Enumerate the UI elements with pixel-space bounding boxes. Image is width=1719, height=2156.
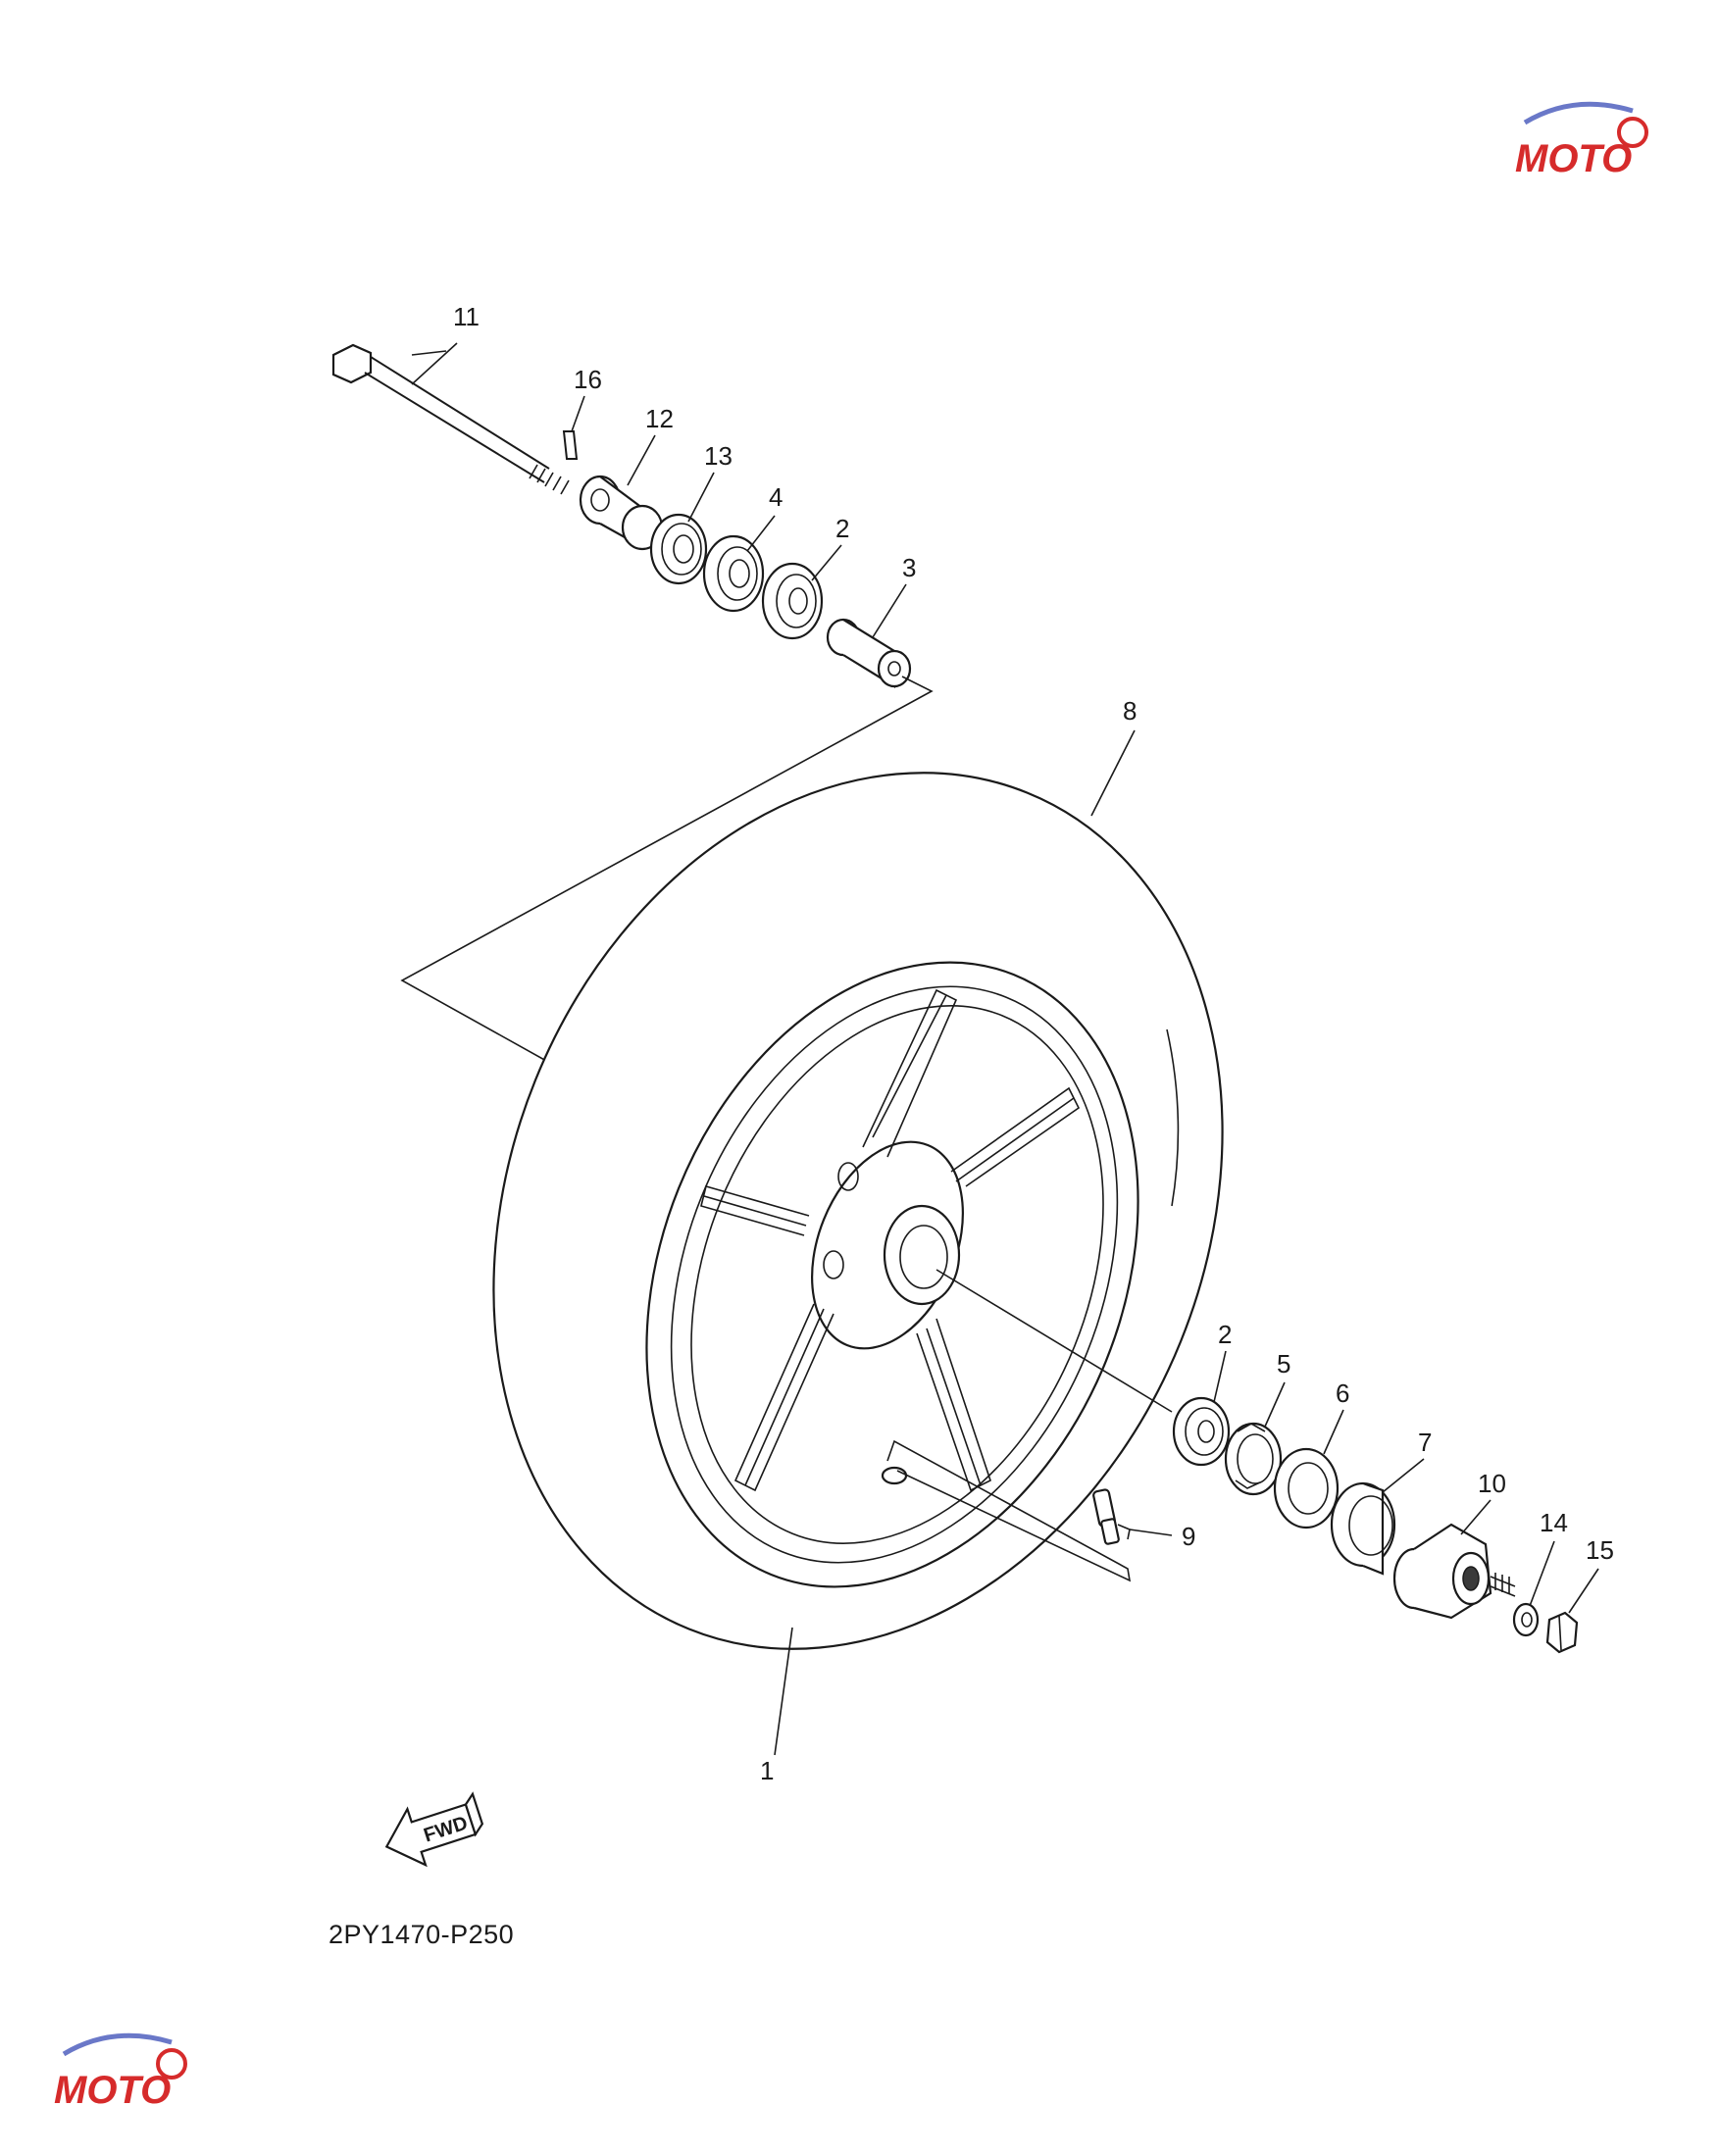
callout-12: 12: [645, 404, 674, 433]
callout-5: 5: [1277, 1349, 1290, 1379]
hub-leader: [935, 1269, 1173, 1413]
callout-6: 6: [1336, 1379, 1349, 1408]
collar-part-12: [579, 475, 664, 551]
callout-2-upper: 2: [835, 514, 849, 543]
cotter-pin-part-16: [562, 430, 579, 460]
callout-leaders: [411, 342, 1599, 1756]
axle-part-11: [331, 343, 570, 495]
collar-part-10: [1392, 1523, 1516, 1620]
callout-3: 3: [902, 553, 916, 582]
callout-4: 4: [769, 482, 783, 512]
callout-10: 10: [1478, 1469, 1506, 1498]
valve-leader: [886, 1439, 1132, 1582]
oil-seal-part-7: [1330, 1481, 1396, 1576]
callout-7: 7: [1418, 1428, 1432, 1457]
bearing-part-2-upper: [761, 562, 824, 640]
callout-1: 1: [760, 1756, 774, 1785]
washer-part-6: [1273, 1447, 1340, 1529]
wheel-rim-part-1: [645, 961, 1139, 1588]
nut-part-15: [1545, 1611, 1579, 1654]
fwd-arrow: FWD: [384, 1791, 484, 1868]
callout-numbers: 11 16 12 13 4 2 3 8 2 5 6 7 10 14 15 9 1: [453, 302, 1614, 1785]
watermark-logo-top: MOTO: [1515, 101, 1648, 180]
bearing-part-4: [702, 534, 765, 613]
valve-part-9: [1092, 1488, 1131, 1545]
watermark-text-bottom: MOTO: [54, 2069, 171, 2112]
watermark-text-top: MOTO: [1515, 137, 1632, 180]
bearing-part-2-lower: [1172, 1396, 1231, 1467]
retainer-part-5: [1224, 1422, 1283, 1496]
washer-part-14: [1512, 1602, 1540, 1637]
diagram-code: 2PY1470-P250: [329, 1920, 515, 1949]
assembly-leader-upper: [400, 676, 934, 1072]
callout-13: 13: [704, 441, 733, 471]
callout-9: 9: [1182, 1522, 1195, 1551]
oil-seal-part-13: [649, 513, 708, 585]
callout-14: 14: [1540, 1508, 1568, 1537]
spacer-part-3: [826, 618, 912, 688]
callout-11: 11: [453, 302, 480, 331]
callout-16: 16: [574, 365, 602, 394]
watermark-logo-bottom: MOTO: [54, 2032, 187, 2112]
callout-15: 15: [1586, 1535, 1614, 1565]
callout-8: 8: [1123, 696, 1137, 726]
callout-2-lower: 2: [1218, 1320, 1232, 1349]
